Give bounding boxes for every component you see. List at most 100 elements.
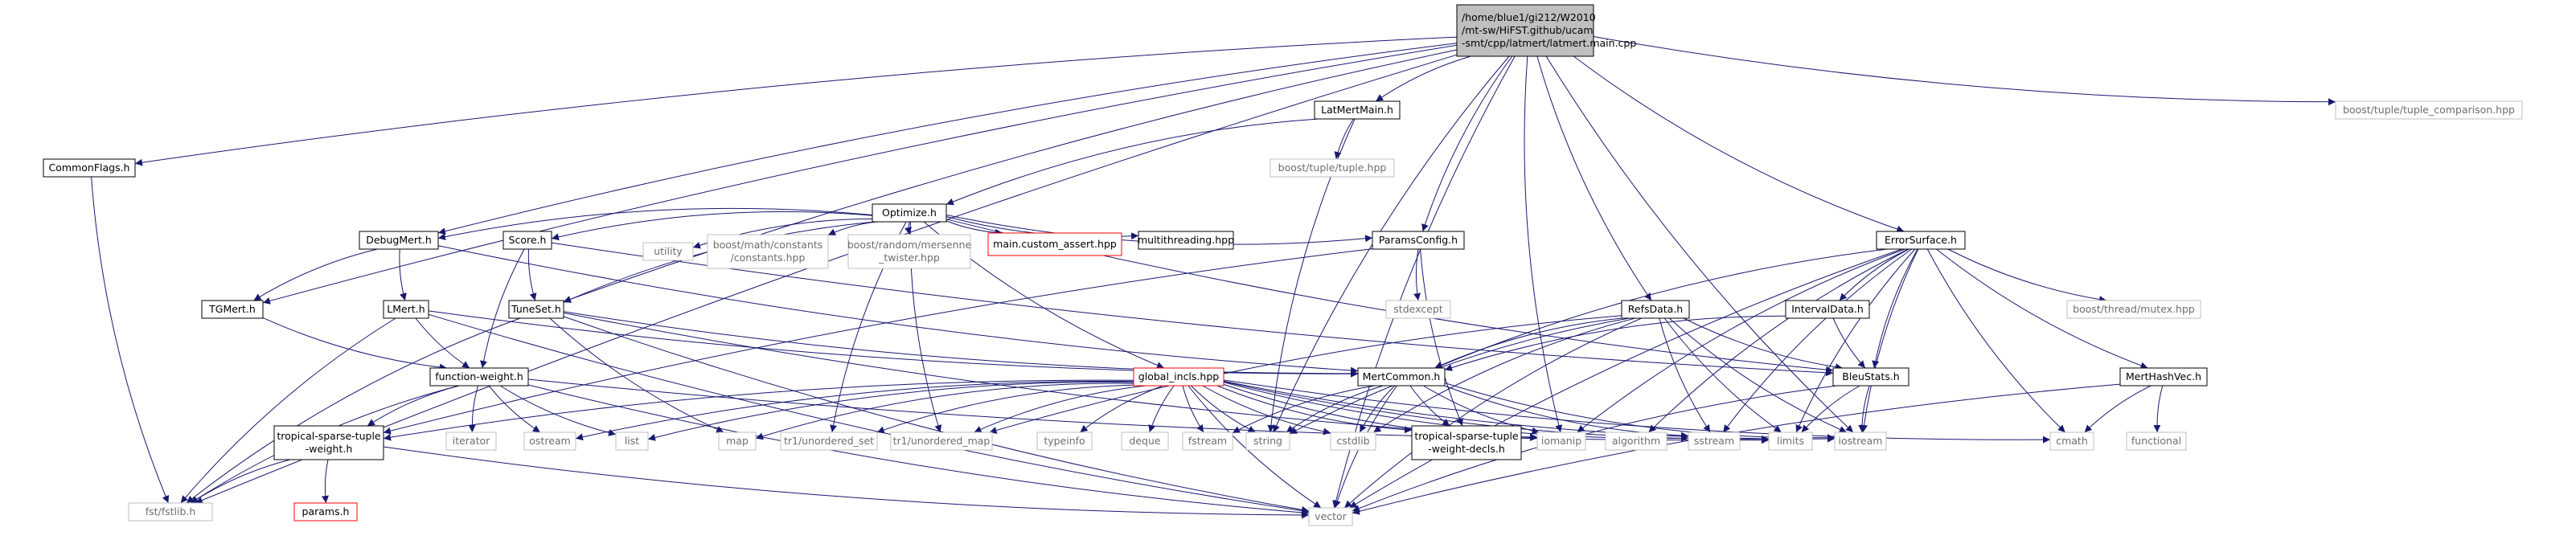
edge-tropweight-to-fstlib — [190, 459, 291, 504]
edge-errorsurface-to-cmath — [1926, 248, 2066, 433]
node-fstlib: fst/fstlib.h — [128, 502, 213, 522]
node-box — [2119, 367, 2208, 387]
node-stdexcept: stdexcept — [1385, 300, 1451, 319]
node-params[interactable]: params.h — [293, 502, 358, 522]
node-label: _twister.hpp — [878, 252, 940, 264]
edge-globalincls-to-string — [1190, 385, 1256, 433]
edge-errorsurface-to-vector — [1349, 248, 1902, 509]
node-label: list — [625, 435, 639, 447]
node-limits: limits — [1768, 432, 1813, 451]
node-debugmert[interactable]: DebugMert.h — [359, 231, 439, 250]
node-box — [1182, 432, 1233, 451]
node-algorithm: algorithm — [1605, 432, 1667, 451]
edge-globalincls-to-fstream — [1182, 385, 1204, 433]
node-mertcommon[interactable]: MertCommon.h — [1357, 367, 1446, 387]
node-score[interactable]: Score.h — [502, 231, 552, 250]
edge-mertcommon-to-cstdlib — [1359, 385, 1396, 433]
node-box — [429, 367, 529, 387]
node-box — [1138, 231, 1234, 250]
node-box — [2066, 300, 2201, 319]
edge-refsdata-to-bleustats — [1683, 317, 1843, 371]
node-label: ostream — [529, 435, 570, 447]
node-label: Score.h — [509, 234, 547, 246]
edge-bleustats-to-vector — [1352, 385, 1837, 512]
edge-globalincls-to-iostream — [1223, 380, 1836, 443]
node-mainassert[interactable]: main.custom_assert.hpp — [987, 232, 1122, 256]
edge-root-to-iomanip — [1524, 55, 1563, 433]
node-label: -weight.h — [306, 443, 353, 455]
node-sstream: sstream — [1688, 432, 1741, 451]
node-box — [201, 300, 264, 319]
node-errorsurface[interactable]: ErrorSurface.h — [1876, 231, 1966, 250]
node-map: map — [718, 432, 757, 451]
node-tropweight[interactable]: tropical-sparse-tuple-weight.h — [273, 425, 384, 460]
edge-root-to-paramsconfig — [1421, 55, 1513, 232]
node-box — [1536, 432, 1586, 451]
edge-optimize-to-debugmert — [437, 207, 873, 241]
node-box — [293, 502, 358, 522]
node-box — [2335, 100, 2523, 120]
node-box — [1357, 367, 1446, 387]
edge-bleustats-to-limits — [1801, 385, 1860, 433]
node-typeinfo: typeinfo — [1036, 432, 1093, 451]
edge-score-to-bleustats — [551, 242, 1834, 377]
node-intervaldata[interactable]: IntervalData.h — [1785, 300, 1870, 319]
node-optimize[interactable]: Optimize.h — [872, 203, 947, 223]
node-globalincls[interactable]: global_incls.hpp — [1133, 367, 1224, 387]
node-label: cstdlib — [1336, 435, 1369, 447]
node-tgmert[interactable]: TGMert.h — [201, 300, 264, 319]
edge-functionweight-to-list — [499, 385, 617, 436]
node-threadmutex: boost/thread/mutex.hpp — [2066, 300, 2201, 319]
node-box — [1768, 432, 1813, 451]
node-tropdecls[interactable]: tropical-sparse-tuple-weight-decls.h — [1411, 425, 1522, 460]
edge-refsdata-to-mertcommon — [1434, 317, 1622, 369]
node-box — [359, 231, 439, 250]
node-box — [1308, 507, 1353, 526]
node-latmertmain[interactable]: LatMertMain.h — [1314, 100, 1401, 120]
edge-root-to-commonflags — [134, 36, 1458, 166]
node-tuplehpp: boost/tuple/tuple.hpp — [1270, 158, 1395, 178]
node-label: tr1/unordered_set — [784, 435, 874, 447]
node-label: sstream — [1694, 435, 1734, 447]
node-label: MertCommon.h — [1363, 370, 1441, 382]
edge-mertcommon-to-tropdecls — [1409, 385, 1450, 427]
edge-functionweight-to-iterator — [468, 385, 479, 433]
edge-tuneset-to-map — [549, 317, 724, 433]
node-commonflags[interactable]: CommonFlags.h — [43, 158, 136, 178]
edge-score-to-functionweight — [480, 248, 525, 369]
node-mathconst: boost/math/constants/constants.hpp — [707, 234, 829, 269]
node-label: deque — [1129, 435, 1160, 447]
node-box — [1270, 158, 1395, 178]
edge-refsdata-to-string — [1289, 317, 1630, 435]
node-label: -smt/cpp/latmert/latmert.main.cpp — [1462, 37, 1636, 49]
edge-root-to-debugmert — [437, 43, 1458, 235]
node-refsdata[interactable]: RefsData.h — [1621, 300, 1690, 319]
node-bleustats[interactable]: BleuStats.h — [1832, 367, 1909, 387]
node-iomanip: iomanip — [1536, 432, 1586, 451]
node-paramsconfig[interactable]: ParamsConfig.h — [1372, 231, 1465, 250]
edge-debugmert-to-lmert — [399, 248, 407, 301]
edge-paramsconfig-to-tropdecls — [1420, 248, 1463, 427]
edge-root-to-tgmert — [262, 44, 1458, 305]
node-box — [273, 425, 384, 460]
node-box — [1121, 432, 1169, 451]
node-merthashvec[interactable]: MertHashVec.h — [2119, 367, 2208, 387]
node-functionweight[interactable]: function-weight.h — [429, 367, 529, 387]
node-lmert[interactable]: LMert.h — [383, 300, 429, 319]
node-multithreading[interactable]: multithreading.hpp — [1138, 231, 1234, 250]
node-label: boost/thread/mutex.hpp — [2073, 303, 2195, 315]
node-label: map — [726, 435, 749, 447]
node-box — [445, 432, 497, 451]
node-tuneset[interactable]: TuneSet.h — [508, 300, 564, 319]
node-label: function-weight.h — [435, 370, 523, 382]
node-label: -weight-decls.h — [1428, 443, 1505, 455]
edge-mertcommon-to-fstream — [1232, 385, 1375, 434]
node-box — [718, 432, 757, 451]
node-label: boost/tuple/tuple.hpp — [1278, 162, 1387, 174]
node-label: boost/random/mersenne — [847, 239, 972, 251]
node-utility: utility — [642, 242, 694, 261]
node-label: functional — [2131, 435, 2181, 447]
node-label: params.h — [302, 505, 350, 517]
node-iostream: iostream — [1834, 432, 1887, 451]
